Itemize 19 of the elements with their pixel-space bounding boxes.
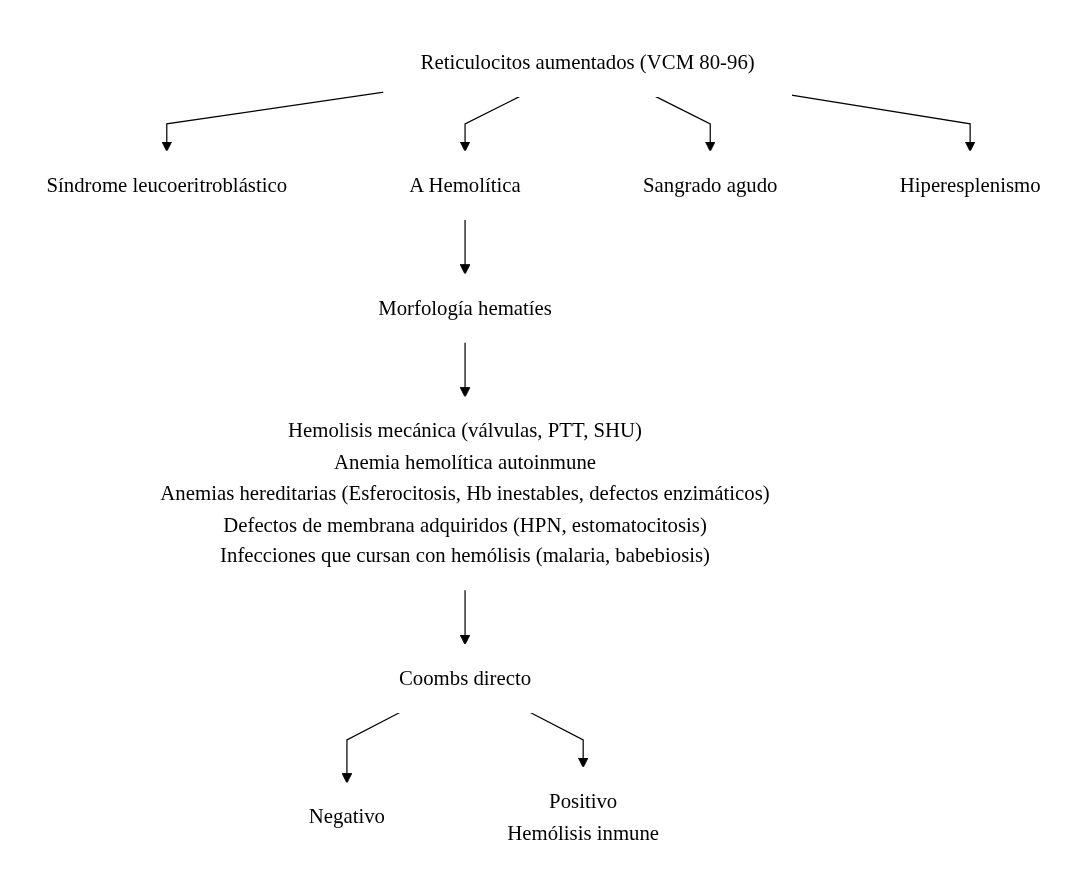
node-text: Morfología hematíes bbox=[378, 296, 552, 320]
node-text: Síndrome leucoeritroblástico bbox=[46, 173, 288, 197]
node-text: Positivo Hemólisis inmune bbox=[507, 789, 660, 844]
arrow bbox=[341, 711, 401, 784]
arrow bbox=[459, 218, 471, 275]
node-text: Reticulocitos aumentados (VCM 80-96) bbox=[420, 50, 755, 74]
node-text: Negativo bbox=[308, 805, 386, 829]
arrow bbox=[459, 341, 471, 398]
arrow bbox=[654, 95, 716, 152]
arrow bbox=[161, 91, 385, 152]
node-text: Sangrado agudo bbox=[642, 173, 778, 197]
arrow bbox=[790, 94, 976, 152]
node-text: Hemolisis mecánica (válvulas, PTT, SHU) Anemia hemolítica autoinmune Anemias hereditarias (Esferocitosis, Hb inestables, defectos enzimáticos) Defectos de membrana adquiridos (HPN, estomatocitosis) Infecciones que cursan con hemólisis (malaria, babebiosis) bbox=[160, 419, 770, 567]
arrow bbox=[459, 589, 471, 646]
node-text: Coombs directo bbox=[398, 666, 532, 690]
arrow bbox=[529, 711, 589, 768]
node-text: Hiperesplenismo bbox=[899, 173, 1041, 197]
node-text: A Hemolítica bbox=[409, 173, 521, 197]
arrow bbox=[459, 95, 521, 152]
